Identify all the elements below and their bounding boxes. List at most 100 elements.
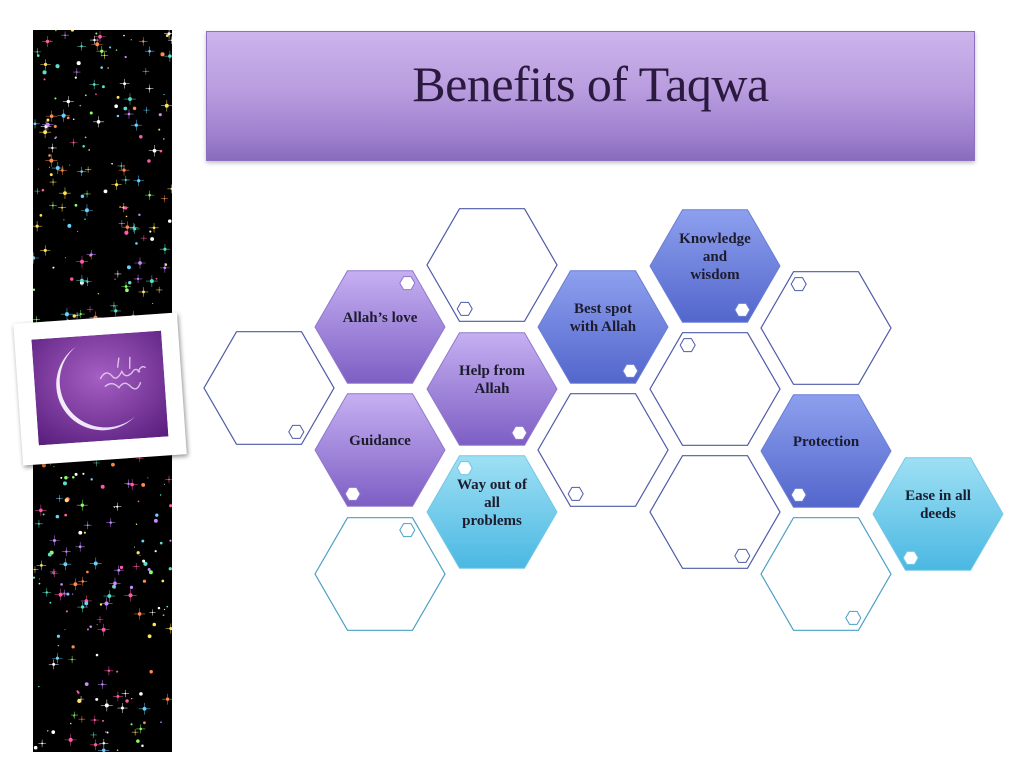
star-icon — [99, 603, 103, 606]
small-hexagon-icon — [511, 425, 528, 440]
star-icon — [64, 733, 77, 746]
star-icon — [63, 219, 65, 221]
star-icon — [65, 610, 68, 613]
star-icon — [90, 739, 101, 751]
star-icon — [130, 723, 133, 726]
star-icon — [57, 109, 70, 122]
star-icon — [64, 629, 66, 631]
star-icon — [62, 96, 74, 108]
star-icon — [49, 201, 57, 210]
star-icon — [158, 113, 162, 117]
empty-hexagon — [537, 393, 669, 507]
star-icon — [145, 275, 158, 287]
hexagon-outline — [760, 271, 892, 385]
title-banner: Benefits of Taqwa — [206, 31, 975, 161]
star-icon — [36, 54, 40, 57]
small-hexagon-icon — [456, 461, 473, 476]
star-icon — [71, 711, 78, 719]
star-icon — [95, 32, 98, 35]
hexagon-label: Allah — [474, 381, 510, 397]
star-icon — [150, 237, 155, 241]
star-icon — [62, 547, 71, 556]
star-icon — [33, 288, 36, 291]
star-icon — [155, 277, 158, 280]
star-icon — [49, 178, 57, 186]
star-icon — [96, 624, 98, 626]
star-icon — [160, 263, 170, 273]
star-icon — [64, 513, 68, 517]
star-icon — [124, 589, 137, 602]
star-icon — [128, 281, 132, 285]
star-icon — [57, 66, 60, 69]
star-icon — [159, 244, 171, 255]
star-icon — [103, 590, 116, 602]
star-icon — [105, 731, 107, 733]
star-icon — [73, 68, 81, 76]
star-icon — [123, 106, 128, 111]
star-icon — [33, 252, 39, 264]
star-icon — [86, 628, 90, 631]
star-icon — [167, 184, 172, 194]
star-icon — [80, 204, 93, 217]
star-icon — [158, 128, 161, 131]
star-icon — [60, 308, 73, 321]
star-icon — [131, 697, 133, 700]
star-icon — [106, 731, 109, 734]
star-icon — [76, 255, 88, 268]
star-icon — [46, 729, 49, 732]
hexagon-label: with Allah — [570, 319, 637, 335]
star-icon — [50, 569, 58, 577]
hexagon-shape — [760, 394, 892, 508]
star-icon — [121, 689, 129, 698]
star-icon — [144, 46, 155, 56]
star-icon — [134, 257, 146, 269]
star-icon — [100, 699, 113, 712]
star-icon — [58, 203, 67, 212]
star-icon — [45, 154, 58, 167]
star-icon — [104, 666, 114, 676]
star-icon — [52, 266, 55, 269]
star-icon — [138, 287, 149, 297]
star-icon — [112, 691, 123, 702]
star-icon — [78, 715, 86, 723]
star-icon — [149, 670, 153, 674]
star-icon — [36, 560, 47, 571]
star-icon — [116, 114, 120, 118]
star-icon — [86, 306, 94, 313]
star-icon — [157, 606, 161, 610]
star-icon — [42, 70, 47, 75]
small-hexagon-icon — [734, 548, 751, 563]
star-icon — [72, 715, 75, 717]
star-icon — [49, 535, 60, 546]
star-icon — [33, 745, 38, 750]
small-hexagon-icon — [679, 338, 696, 353]
star-icon — [165, 475, 172, 484]
star-icon — [53, 466, 55, 468]
star-icon — [64, 476, 68, 480]
star-icon — [97, 679, 107, 689]
star-icon — [124, 109, 134, 119]
star-icon — [96, 45, 108, 57]
star-icon — [77, 699, 82, 704]
star-icon — [55, 514, 60, 519]
star-icon — [90, 478, 93, 481]
star-icon — [143, 106, 150, 114]
star-icon — [59, 187, 71, 200]
small-hexagon-icon — [790, 487, 807, 502]
star-icon — [166, 605, 169, 608]
star-icon — [119, 78, 130, 89]
small-hexagon-icon — [399, 276, 416, 291]
small-hexagon-icon — [845, 610, 862, 625]
star-icon — [54, 97, 57, 100]
star-icon — [67, 223, 72, 228]
hexagon-label: Knowledge — [679, 231, 751, 247]
star-icon — [82, 144, 85, 148]
star-icon — [135, 523, 138, 525]
star-icon — [119, 565, 124, 570]
empty-hexagon — [426, 208, 558, 322]
star-icon — [41, 463, 46, 468]
star-icon — [165, 34, 169, 37]
star-icon — [76, 310, 85, 319]
